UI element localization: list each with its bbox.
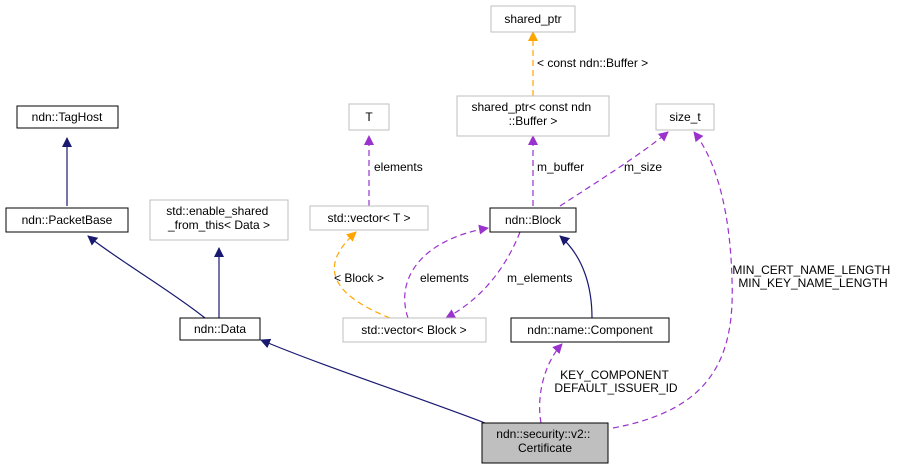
svg-text:std::vector< Block >: std::vector< Block >	[361, 323, 466, 337]
svg-text:shared_ptr< const ndn ::: shared_ptr< const ndn ::Buffer >	[471, 100, 594, 128]
edge-vector-block-to-block	[404, 224, 489, 319]
node-name-component[interactable]: ndn::name::Component	[510, 317, 670, 343]
edge-certificate-to-size-t	[612, 131, 733, 429]
svg-text:std::enable_shared _from: std::enable_shared _from_this< Data >	[166, 204, 271, 232]
edge-label-m-buffer: m_buffer	[537, 160, 584, 174]
edge-vector-block-to-vector-t	[333, 231, 391, 319]
node-T[interactable]: T	[348, 103, 390, 131]
edge-component-to-block	[559, 235, 593, 319]
node-size-t[interactable]: size_t	[655, 103, 715, 131]
node-shared-ptr-buffer[interactable]: shared_ptr< const ndn ::Buffer >	[456, 95, 610, 137]
node-enable-shared-from-this[interactable]: std::enable_shared _from_this< Data >	[149, 199, 289, 241]
svg-text:ndn::security::v2:: Cert: ndn::security::v2:: Certificate	[496, 427, 593, 455]
edge-label-m-size: m_size	[624, 160, 662, 174]
edge-certificate-to-component	[539, 343, 563, 424]
svg-text:size_t: size_t	[669, 110, 701, 124]
edge-label-const-buffer: < const ndn::Buffer >	[537, 56, 648, 70]
node-data[interactable]: ndn::Data	[179, 317, 261, 341]
edge-block-to-vector-block	[445, 231, 521, 319]
edge-label-m-elements: m_elements	[507, 271, 572, 285]
edge-label-key-component: KEY_COMPONENT DEFAULT_ISSUER_ID	[554, 368, 677, 395]
node-vector-block[interactable]: std::vector< Block >	[342, 317, 487, 343]
svg-text:ndn::name::Component: ndn::name::Component	[527, 323, 653, 337]
svg-text:std::vector< T >: std::vector< T >	[328, 211, 411, 225]
node-shared-ptr[interactable]: shared_ptr	[490, 5, 576, 33]
svg-text:T: T	[365, 110, 373, 124]
node-vector-T[interactable]: std::vector< T >	[309, 205, 429, 231]
node-certificate[interactable]: ndn::security::v2:: Certificate	[481, 422, 609, 464]
edge-data-to-packetbase	[87, 235, 206, 319]
svg-text:ndn::Data: ndn::Data	[194, 322, 246, 336]
edge-label-name-length: MIN_CERT_NAME_LENGTH MIN_KEY_NAME_LENGTH	[732, 263, 893, 290]
node-block[interactable]: ndn::Block	[489, 207, 577, 233]
edge-label-elements-t: elements	[374, 160, 423, 174]
node-tag-host[interactable]: ndn::TagHost	[16, 105, 119, 129]
svg-text:ndn::PacketBase: ndn::PacketBase	[22, 213, 113, 227]
edge-block-to-size-t	[559, 131, 669, 207]
edge-label-elements-block: elements	[420, 271, 469, 285]
node-packet-base[interactable]: ndn::PacketBase	[5, 207, 129, 233]
edge-label-block-template: < Block >	[334, 271, 384, 285]
svg-text:ndn::TagHost: ndn::TagHost	[32, 110, 103, 124]
svg-text:shared_ptr: shared_ptr	[504, 12, 561, 26]
edge-certificate-to-data	[260, 338, 486, 424]
svg-text:ndn::Block: ndn::Block	[505, 213, 562, 227]
